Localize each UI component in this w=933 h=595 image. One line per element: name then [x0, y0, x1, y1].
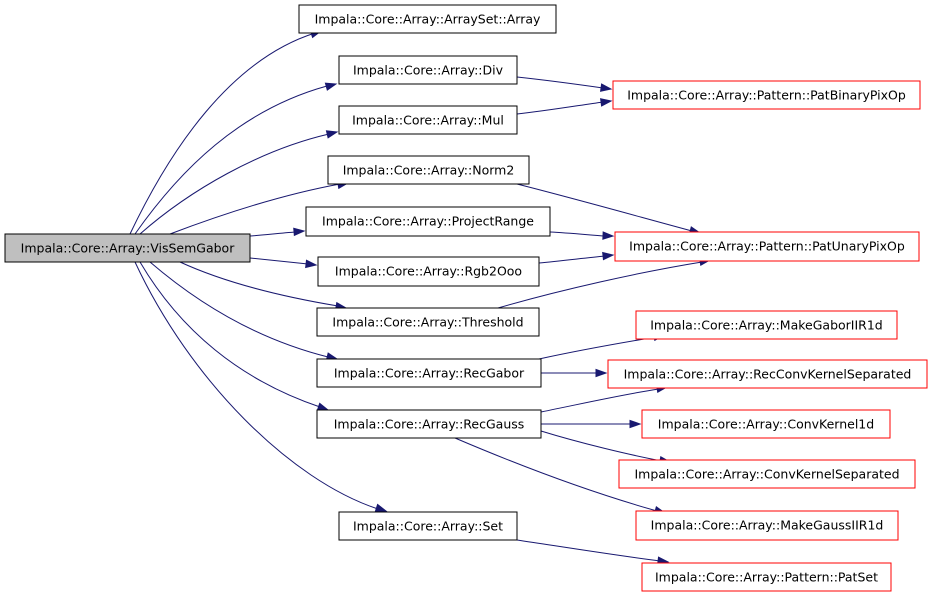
edge-vissemgabor-to-recgabor: [149, 261, 329, 358]
node-label: Impala::Core::Array::VisSemGabor: [21, 241, 236, 256]
node-threshold[interactable]: Impala::Core::Array::Threshold: [316, 307, 540, 337]
arrowhead-icon: [325, 130, 339, 139]
node-recgauss[interactable]: Impala::Core::Array::RecGauss: [316, 409, 542, 439]
node-label: Impala::Core::Array::Rgb2Ooo: [335, 264, 522, 279]
edge-projectrange-to-patunarypixop: [549, 231, 606, 237]
arrowhead-icon: [316, 402, 330, 411]
edge-vissemgabor-to-norm2: [169, 183, 341, 235]
node-makegaborir1d[interactable]: Impala::Core::Array::MakeGaborIIR1d: [635, 310, 898, 340]
arrowhead-icon: [324, 82, 338, 91]
node-label: Impala::Core::Array::ProjectRange: [322, 214, 534, 229]
node-convkernelseparated[interactable]: Impala::Core::Array::ConvKernelSeparated: [618, 459, 916, 489]
node-label: Impala::Core::Array::Norm2: [343, 163, 515, 178]
node-vissemgabor[interactable]: Impala::Core::Array::VisSemGabor: [4, 233, 251, 263]
edge-vissemgabor-to-rgb2ooo: [249, 257, 309, 265]
node-label: Impala::Core::Array::Div: [353, 63, 504, 78]
node-label: Impala::Core::Array::MakeGaborIIR1d: [650, 318, 883, 333]
edge-recgauss-to-convkernelseparated: [540, 430, 663, 462]
node-projectrange[interactable]: Impala::Core::Array::ProjectRange: [305, 206, 551, 237]
node-label: Impala::Core::Array::Set: [353, 519, 503, 534]
edge-threshold-to-patunarypixop: [497, 261, 703, 309]
arrowhead-icon: [595, 368, 608, 378]
arrowhead-icon: [629, 419, 642, 429]
node-label: Impala::Core::Array::Pattern::PatSet: [655, 570, 878, 585]
arrowhead-icon: [600, 83, 613, 92]
arrowhead-icon: [600, 98, 613, 107]
edge-mul-to-patbinarypixop: [516, 101, 604, 115]
node-convkernel1d[interactable]: Impala::Core::Array::ConvKernel1d: [641, 409, 891, 439]
edge-recgauss-to-makegaussir1d: [454, 437, 658, 512]
node-patset[interactable]: Impala::Core::Array::Pattern::PatSet: [641, 562, 892, 592]
node-rgb2ooo[interactable]: Impala::Core::Array::Rgb2Ooo: [317, 256, 540, 287]
node-label: Impala::Core::Array::ConvKernelSeparated: [634, 467, 899, 482]
edge-vissemgabor-to-arraysetarray: [129, 32, 316, 235]
node-label: Impala::Core::Array::RecGauss: [334, 417, 525, 432]
node-div[interactable]: Impala::Core::Array::Div: [338, 55, 518, 85]
node-label: Impala::Core::Array::Pattern::PatBinaryP…: [627, 88, 906, 103]
node-patbinarypixop[interactable]: Impala::Core::Array::Pattern::PatBinaryP…: [612, 80, 921, 110]
node-makegaussir1d[interactable]: Impala::Core::Array::MakeGaussIIR1d: [635, 510, 899, 541]
node-mul[interactable]: Impala::Core::Array::Mul: [338, 105, 518, 135]
node-label: Impala::Core::Array::MakeGaussIIR1d: [651, 518, 884, 533]
edge-vissemgabor-to-div: [134, 85, 328, 235]
arrowhead-icon: [602, 251, 615, 261]
node-recgabor[interactable]: Impala::Core::Array::RecGabor: [316, 358, 542, 388]
node-patunarypixop[interactable]: Impala::Core::Array::Pattern::PatUnaryPi…: [614, 231, 920, 262]
arrowhead-icon: [374, 503, 388, 512]
node-label: Impala::Core::Array::ArraySet::Array: [315, 12, 541, 27]
node-label: Impala::Core::Array::ConvKernel1d: [658, 417, 874, 432]
node-norm2[interactable]: Impala::Core::Array::Norm2: [327, 155, 530, 185]
edge-recgauss-to-recconvkernelseparated: [540, 388, 660, 413]
node-label: Impala::Core::Array::RecConvKernelSepara…: [624, 367, 912, 382]
edge-vissemgabor-to-threshold: [179, 261, 339, 307]
edge-set-to-patset: [516, 539, 661, 562]
arrowhead-icon: [293, 227, 306, 237]
edge-vissemgabor-to-recgauss: [139, 261, 321, 408]
edge-vissemgabor-to-mul: [139, 133, 330, 235]
node-label: Impala::Core::Array::Threshold: [332, 315, 523, 330]
arrowhead-icon: [602, 231, 615, 240]
node-set[interactable]: Impala::Core::Array::Set: [338, 511, 518, 541]
node-recconvkernelseparated[interactable]: Impala::Core::Array::RecConvKernelSepara…: [607, 359, 928, 389]
edge-vissemgabor-to-projectrange: [249, 231, 297, 237]
node-label: Impala::Core::Array::Pattern::PatUnaryPi…: [629, 239, 905, 254]
edge-vissemgabor-to-set: [134, 261, 379, 510]
arrowhead-icon: [305, 259, 318, 269]
edge-norm2-to-patunarypixop: [516, 183, 693, 232]
node-label: Impala::Core::Array::RecGabor: [334, 366, 525, 381]
edge-recgabor-to-makegaborir1d: [538, 336, 657, 360]
edges-layer: [129, 32, 703, 562]
edge-rgb2ooo-to-patunarypixop: [538, 255, 606, 264]
node-label: Impala::Core::Array::Mul: [352, 113, 504, 128]
edge-div-to-patbinarypixop: [516, 76, 604, 89]
node-arrayset-array[interactable]: Impala::Core::Array::ArraySet::Array: [298, 4, 557, 34]
